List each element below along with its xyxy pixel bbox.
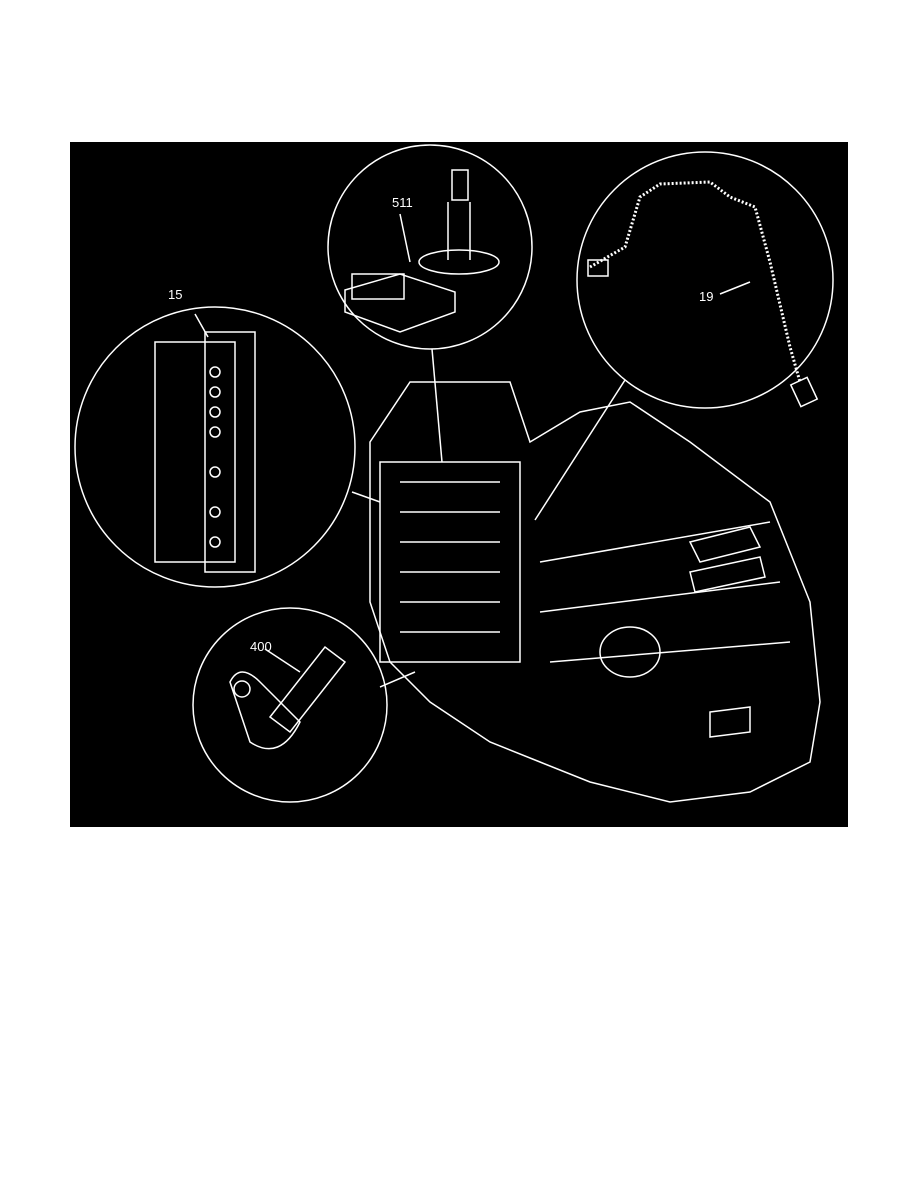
callout-label-15: 15 xyxy=(168,287,183,302)
callout-label-19: 19 xyxy=(699,289,714,304)
callout-circle-19 xyxy=(576,151,834,409)
callout-label-511: 511 xyxy=(392,195,413,210)
callout-circle-400 xyxy=(192,607,388,803)
transmission-illustration xyxy=(74,144,834,803)
callout-label-400: 400 xyxy=(250,639,272,654)
callout-circle-511 xyxy=(327,144,533,350)
diagram-panel: 511 19 15 400 xyxy=(70,142,848,827)
callout-circle-15 xyxy=(74,306,356,588)
